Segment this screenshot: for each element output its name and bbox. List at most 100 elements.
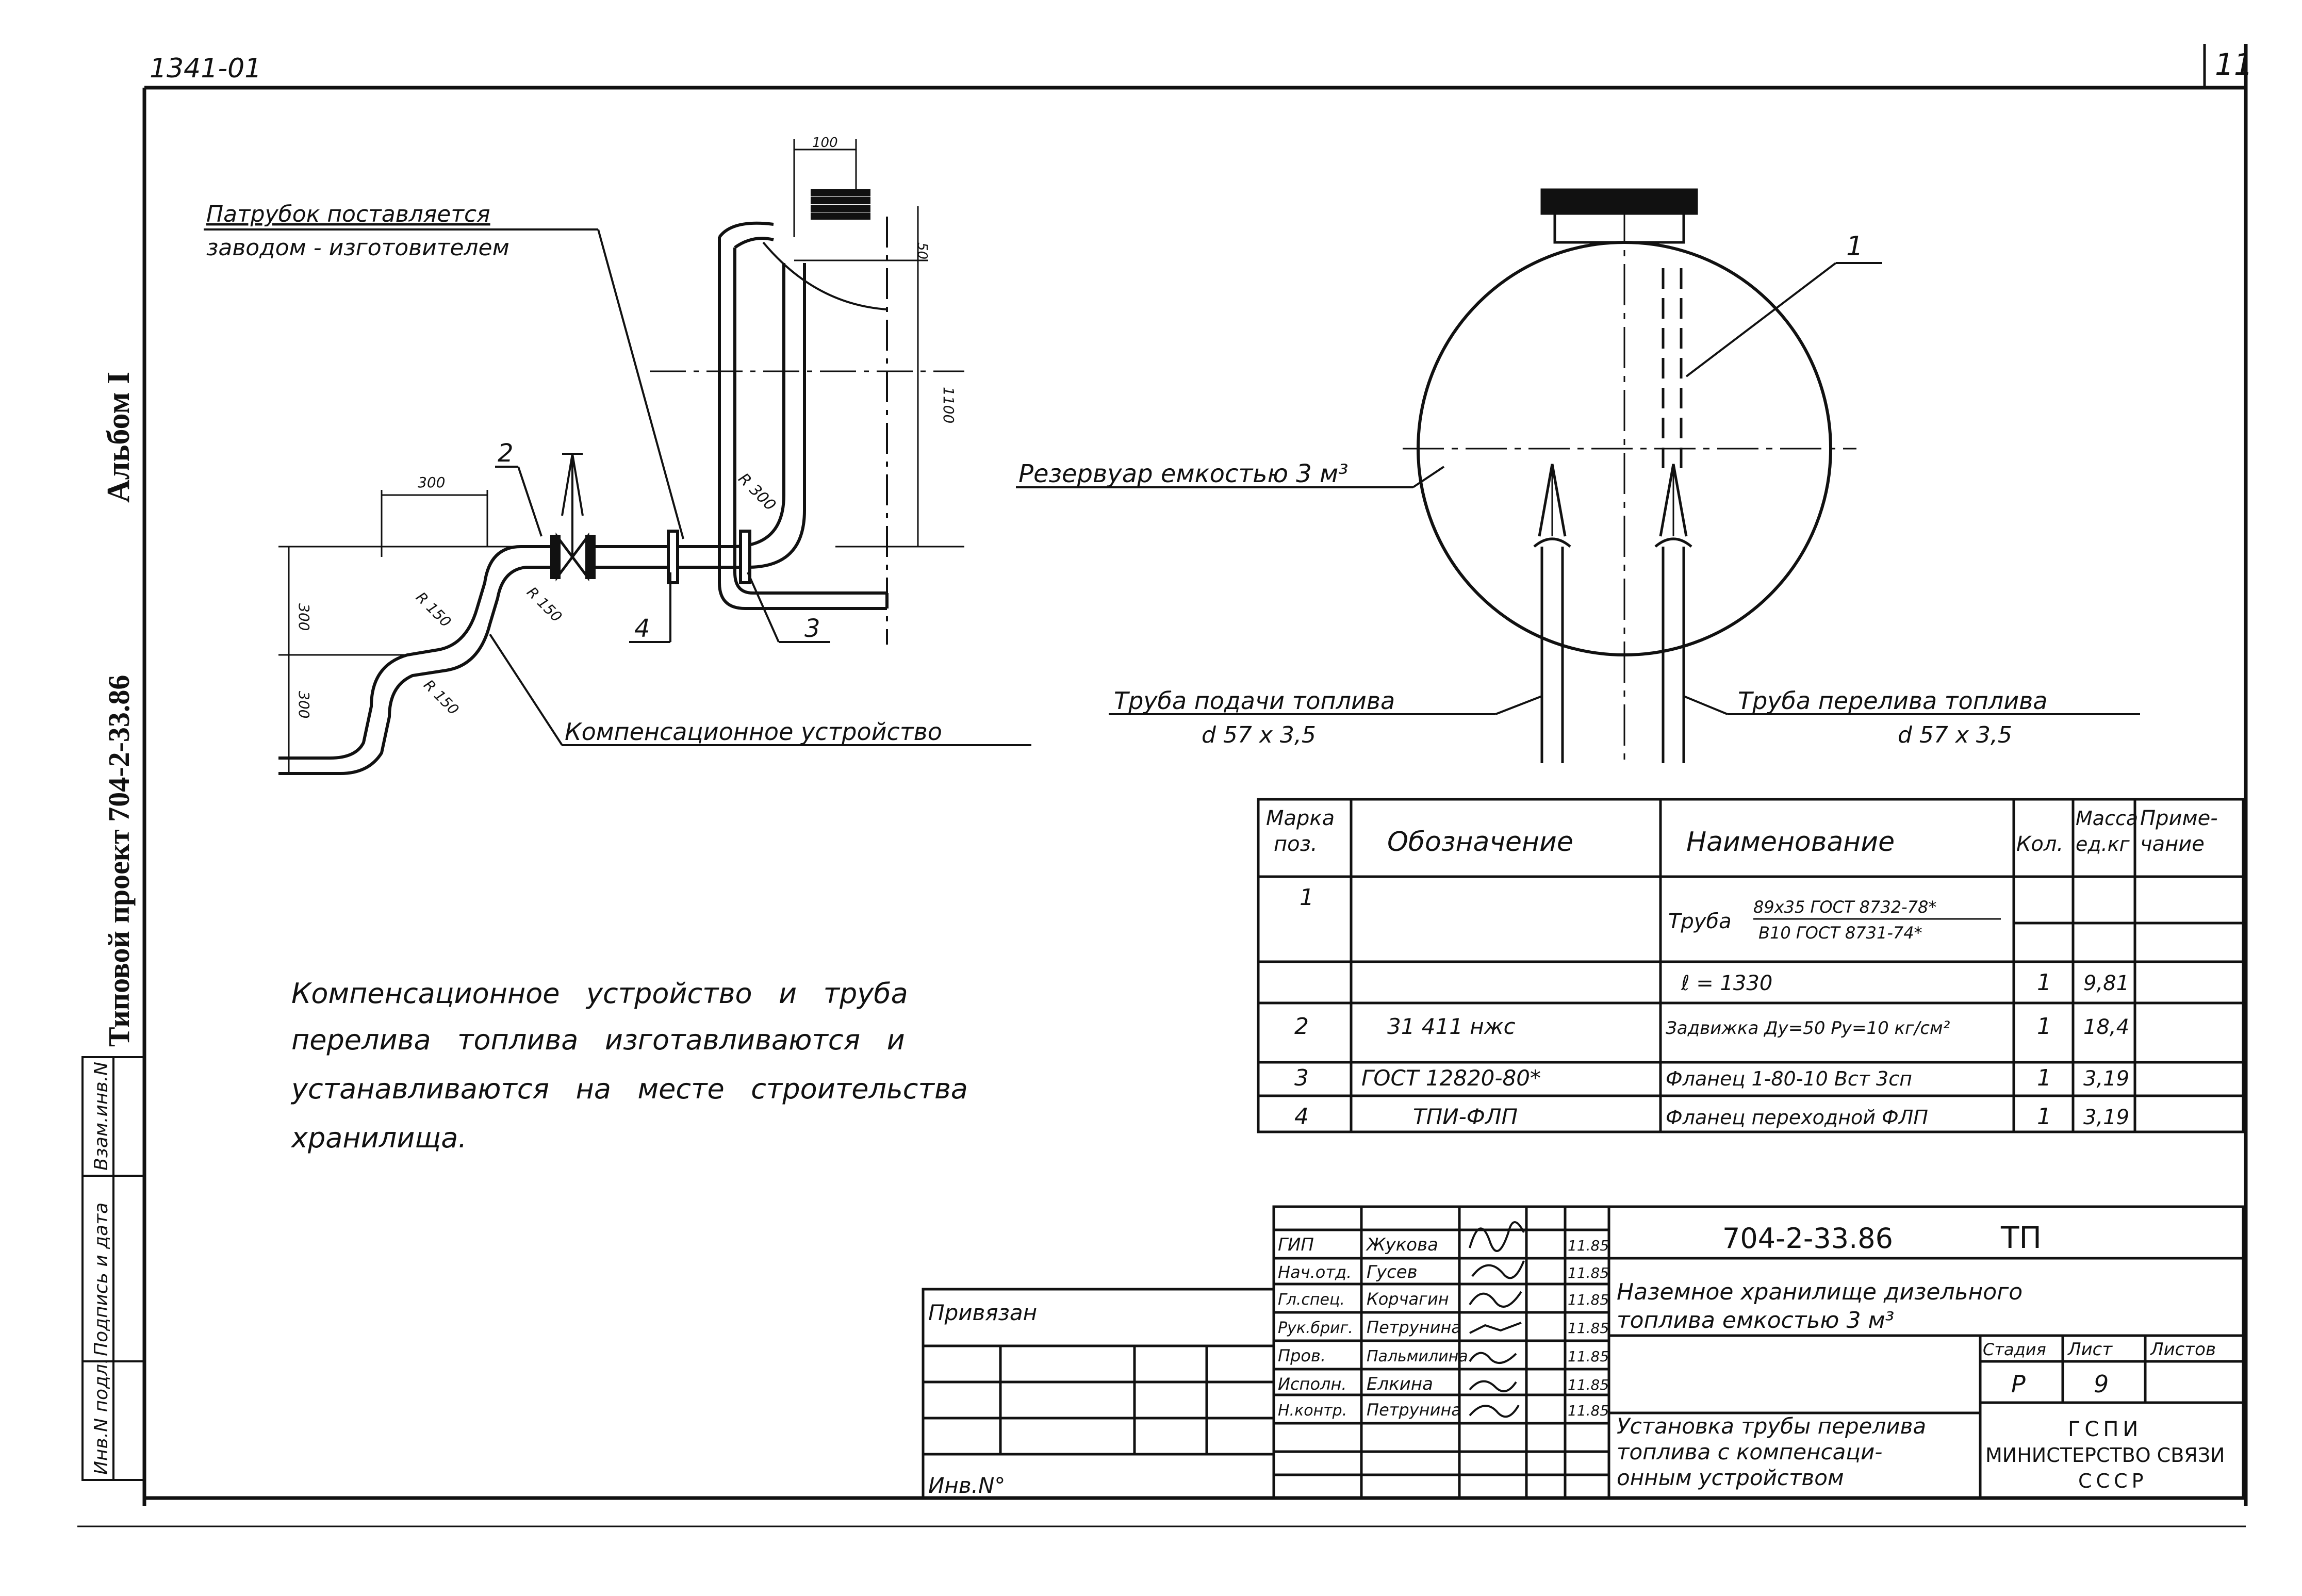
tb-privyazan: Привязан (928, 1300, 1037, 1325)
left-pos-2: 2 (498, 439, 514, 468)
dim-1100: 1100 (940, 387, 957, 423)
tb-stage-doc: ТП (2000, 1220, 2042, 1255)
side-stamp (81, 1056, 145, 1481)
spec-header-mark-1: Марка (1266, 807, 1335, 830)
tb-org-3: СССР (2078, 1470, 2148, 1492)
spec-row-1-frac-bot: В10 ГОСТ 8731-74* (1758, 923, 1922, 943)
spec-header-note-1: Приме- (2140, 807, 2218, 830)
tb-role-4: Пров. (1278, 1346, 1326, 1365)
tb-sheets-label: Листов (2149, 1339, 2216, 1360)
tb-name-3: Петрунина (1367, 1318, 1461, 1337)
spec-row-3-name: Задвижка Ду=50 Ру=10 кг/см² (1666, 1018, 1950, 1039)
note-line-3: устанавливаются на месте строительства (290, 1073, 968, 1105)
left-pos-3: 3 (804, 614, 820, 643)
tank-drawing (1016, 188, 2140, 763)
dim-300-v2: 300 (295, 691, 313, 718)
left-pos-4: 4 (634, 614, 650, 643)
tb-date-0: 11.85 (1568, 1237, 1609, 1254)
side-inv-podl: Инв.N подл. (91, 1358, 112, 1475)
side-vzam-inv: Взам.инв.N (91, 1062, 112, 1171)
tank-label: Резервуар емкостью 3 м³ (1018, 459, 1349, 488)
radius-150-a: R 150 (413, 589, 454, 631)
tb-name-6: Петрунина (1367, 1400, 1461, 1420)
radius-150-b: R 150 (523, 584, 565, 626)
title-block-grid (922, 1205, 2245, 1500)
spec-row-5-mark: 4 (1294, 1104, 1309, 1130)
tb-date-3: 11.85 (1568, 1320, 1609, 1337)
spec-row-3-mark: 2 (1294, 1013, 1309, 1040)
tb-sheet-title-3: онным устройством (1617, 1465, 1844, 1490)
spec-header-mass-1: Масса (2076, 807, 2138, 830)
spec-table-grid (1257, 798, 2245, 1133)
tb-stage-label: Стадия (1983, 1340, 2046, 1359)
tb-date-1: 11.85 (1568, 1264, 1609, 1281)
tb-org-2: МИНИСТЕРСТВО СВЯЗИ (1985, 1444, 2225, 1467)
feed-pipe-size: d 57 х 3,5 (1202, 722, 1316, 748)
tb-name-4: Пальмилина (1367, 1347, 1468, 1365)
feed-pipe-label: Труба подачи топлива (1114, 687, 1395, 715)
tb-role-2: Гл.спец. (1278, 1291, 1345, 1309)
note-line-2: перелива топлива изготавливаются и (291, 1024, 905, 1056)
tb-role-6: Н.контр. (1278, 1402, 1347, 1420)
spec-row-1-name: Труба (1668, 910, 1732, 933)
left-dimension-lines (278, 139, 964, 774)
spec-row-1-mark: 1 (1300, 884, 1314, 911)
spec-row-5-name: Фланец переходной ФЛП (1666, 1106, 1928, 1129)
tb-object-title-2: топлива емкостью 3 м³ (1617, 1307, 1894, 1334)
overflow-pipe-assembly (278, 189, 928, 775)
project-label: Типовой проект 704-2-33.86 (102, 675, 136, 1047)
left-leaders (204, 228, 1031, 746)
spec-row-5-designation: ТПИ-ФЛП (1413, 1104, 1518, 1129)
overflow-pipe-size: d 57 х 3,5 (1898, 722, 2012, 748)
tb-inv-no: Инв.N° (928, 1473, 1005, 1498)
tb-name-2: Корчагин (1367, 1289, 1449, 1309)
tb-sheet: 9 (2094, 1370, 2109, 1398)
dim-100: 100 (812, 135, 838, 151)
tank-pos-1: 1 (1846, 231, 1863, 262)
dim-300-h: 300 (418, 474, 445, 491)
tb-date-5: 11.85 (1568, 1376, 1609, 1393)
album-label: Альбом I (101, 372, 136, 503)
spec-row-2-qty: 1 (2037, 969, 2051, 996)
tb-role-5: Исполн. (1278, 1374, 1347, 1394)
note-supplied-1: Патрубок поставляется (206, 201, 490, 227)
radius-300: R 300 (734, 470, 779, 515)
tb-sheet-title-1: Установка трубы перелива (1617, 1413, 1926, 1439)
spec-header-mark-2: поз. (1274, 832, 1318, 856)
tb-date-4: 11.85 (1568, 1348, 1609, 1365)
spec-row-4-qty: 1 (2037, 1065, 2051, 1091)
tb-code: 704-2-33.86 (1722, 1222, 1893, 1255)
spec-header-qty: Кол. (2016, 832, 2063, 856)
spec-row-3-mass: 18,4 (2083, 1015, 2129, 1039)
spec-row-2-name: ℓ = 1330 (1681, 972, 1772, 995)
spec-row-3-qty: 1 (2037, 1013, 2051, 1040)
note-line-4: хранилища. (290, 1122, 467, 1154)
spec-row-5-qty: 1 (2037, 1104, 2051, 1130)
spec-row-4-designation: ГОСТ 12820-80* (1361, 1065, 1541, 1091)
tb-date-2: 11.85 (1568, 1291, 1609, 1308)
overflow-pipe-label: Труба перелива топлива (1738, 687, 2047, 715)
tb-name-1: Гусев (1367, 1262, 1418, 1282)
spec-header-mass-2: ед.кг (2076, 833, 2130, 855)
label-compensation: Компенсационное устройство (565, 718, 942, 746)
spec-header-name: Наименование (1686, 827, 1895, 858)
spec-row-1-frac-top: 89х35 ГОСТ 8732-78* (1753, 897, 1936, 917)
tb-org-1: ГСПИ (2068, 1418, 2142, 1441)
tb-name-5: Елкина (1367, 1374, 1433, 1394)
spec-row-4-name: Фланец 1-80-10 Вст 3сп (1666, 1067, 1912, 1090)
doc-code: 1341-01 (150, 53, 261, 84)
radius-150-c: R 150 (420, 677, 462, 718)
note-line-1: Компенсационное устройство и труба (291, 977, 908, 1010)
spec-row-3-designation: 31 411 нжс (1387, 1014, 1516, 1039)
spec-row-4-mass: 3,19 (2083, 1067, 2129, 1091)
tb-role-3: Рук.бриг. (1278, 1319, 1353, 1337)
spec-header-note-2: чание (2140, 832, 2205, 856)
tb-signatures (1469, 1221, 1525, 1418)
side-sign-date: Подпись и дата (91, 1203, 112, 1356)
spec-row-2-mass: 9,81 (2083, 972, 2129, 995)
tb-sheet-label: Лист (2067, 1339, 2113, 1360)
spec-row-5-mass: 3,19 (2083, 1106, 2129, 1129)
dim-300-v1: 300 (295, 603, 313, 631)
tb-role-1: Нач.отд. (1278, 1262, 1352, 1282)
